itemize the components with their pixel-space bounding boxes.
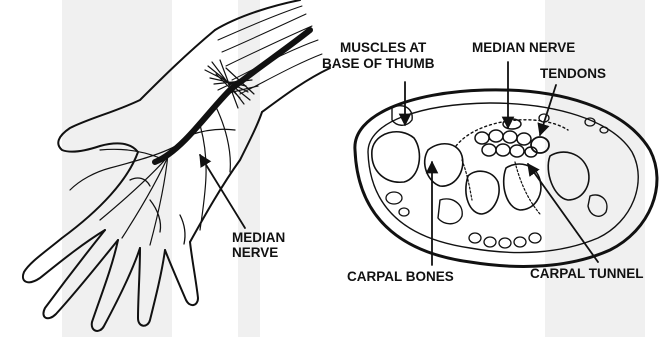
carpal-bone [425,144,463,186]
hand-illustration [23,0,330,331]
hand-median-nerve-label-line1: MEDIAN [232,230,285,245]
wrist-cross-section [355,62,657,266]
carpal-bone [548,152,589,200]
muscles-label-line1: MUSCLES AT [340,40,427,55]
finger-outline [138,248,165,326]
hand-median-nerve-label-line2: NERVE [232,245,278,260]
carpal-bone [438,199,462,224]
forearm-outline [215,0,300,30]
palm-crease [150,200,161,232]
thenar-muscle [392,106,412,126]
carpal-tunnel-wall [515,162,540,214]
palm-crease [180,215,185,244]
cross-section-median-nerve [531,137,549,153]
forearm-outline [262,68,330,112]
median-nerve-label: MEDIAN NERVE [472,40,575,55]
finger-outline [165,242,198,305]
median-nerve-pointer [200,155,245,228]
thenar-muscle [372,132,420,182]
carpal-bone [504,164,541,210]
tendons-label: TENDONS [540,66,606,81]
carpal-bone [588,195,607,216]
tendon-cluster [475,119,537,157]
muscles-label-line2: BASE OF THUMB [322,56,435,71]
hand-outline [23,30,215,282]
nerve-branches [70,105,235,245]
carpal-tunnel-label: CARPAL TUNNEL [530,266,644,281]
finger-outline [92,240,140,331]
carpal-bones-label: CARPAL BONES [347,269,454,284]
median-nerve [155,30,310,162]
wrist-nerve-bundle [205,60,258,108]
wrist-outline [355,90,657,267]
